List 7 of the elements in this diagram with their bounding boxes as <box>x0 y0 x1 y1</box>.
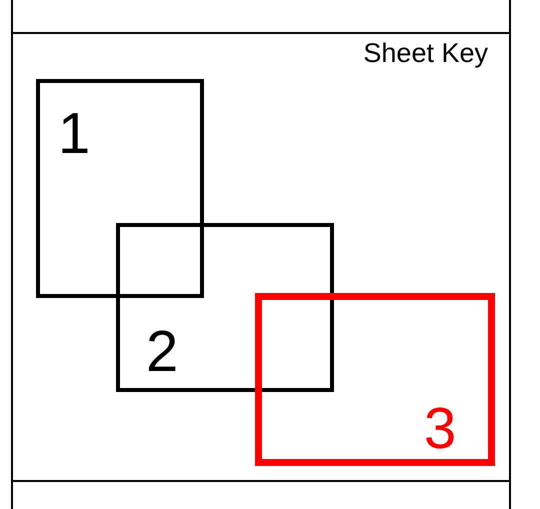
sheet-outline <box>255 293 495 466</box>
sheet-number: 1 <box>58 105 90 163</box>
sheet-number: 2 <box>146 323 178 381</box>
title: Sheet Key <box>363 40 488 67</box>
sheet-outline <box>36 79 204 298</box>
sheet-number: 3 <box>424 400 456 458</box>
sheet-outline <box>116 223 334 392</box>
